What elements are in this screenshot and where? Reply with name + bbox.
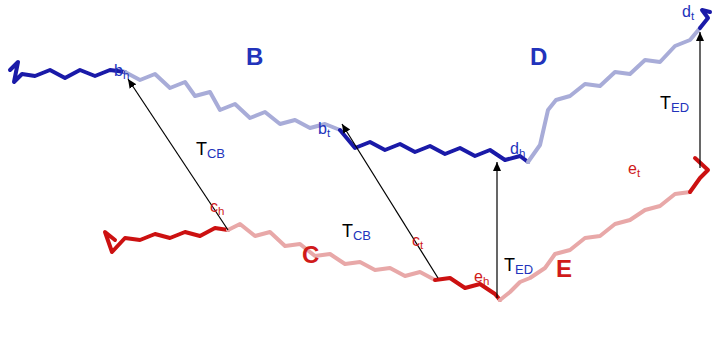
translation-arrow bbox=[699, 32, 700, 168]
end-label: ct bbox=[412, 232, 423, 252]
translation-arrow bbox=[496, 162, 497, 298]
strand-name: B bbox=[246, 44, 263, 70]
strand-b-dark bbox=[340, 130, 528, 162]
end-label: eh bbox=[474, 268, 489, 288]
strand-name: D bbox=[530, 44, 547, 70]
end-label: et bbox=[628, 160, 640, 180]
end-label: dt bbox=[682, 3, 694, 23]
transform-label: TCB bbox=[342, 222, 371, 243]
strand-d-dark bbox=[700, 10, 710, 28]
strand-d-light bbox=[528, 28, 700, 162]
transform-label: TCB bbox=[196, 140, 225, 161]
strand-c-light bbox=[228, 224, 435, 280]
strand-b-light bbox=[125, 72, 340, 130]
end-label: ch bbox=[210, 198, 224, 218]
end-label: bt bbox=[318, 120, 330, 140]
strand-e-light bbox=[500, 192, 690, 300]
end-label: bh bbox=[114, 62, 129, 82]
translation-arrow bbox=[342, 124, 438, 278]
strand-name: E bbox=[556, 256, 572, 282]
strand-c-dark bbox=[105, 228, 228, 252]
end-label: dh bbox=[510, 140, 525, 160]
strand-c-dark bbox=[435, 278, 500, 300]
transform-label: TED bbox=[504, 256, 533, 277]
translation-arrow bbox=[128, 79, 228, 230]
strand-b-dark bbox=[10, 62, 125, 82]
transform-label: TED bbox=[660, 94, 689, 115]
strand-e-dark bbox=[690, 158, 708, 192]
strand-name: C bbox=[302, 242, 319, 268]
